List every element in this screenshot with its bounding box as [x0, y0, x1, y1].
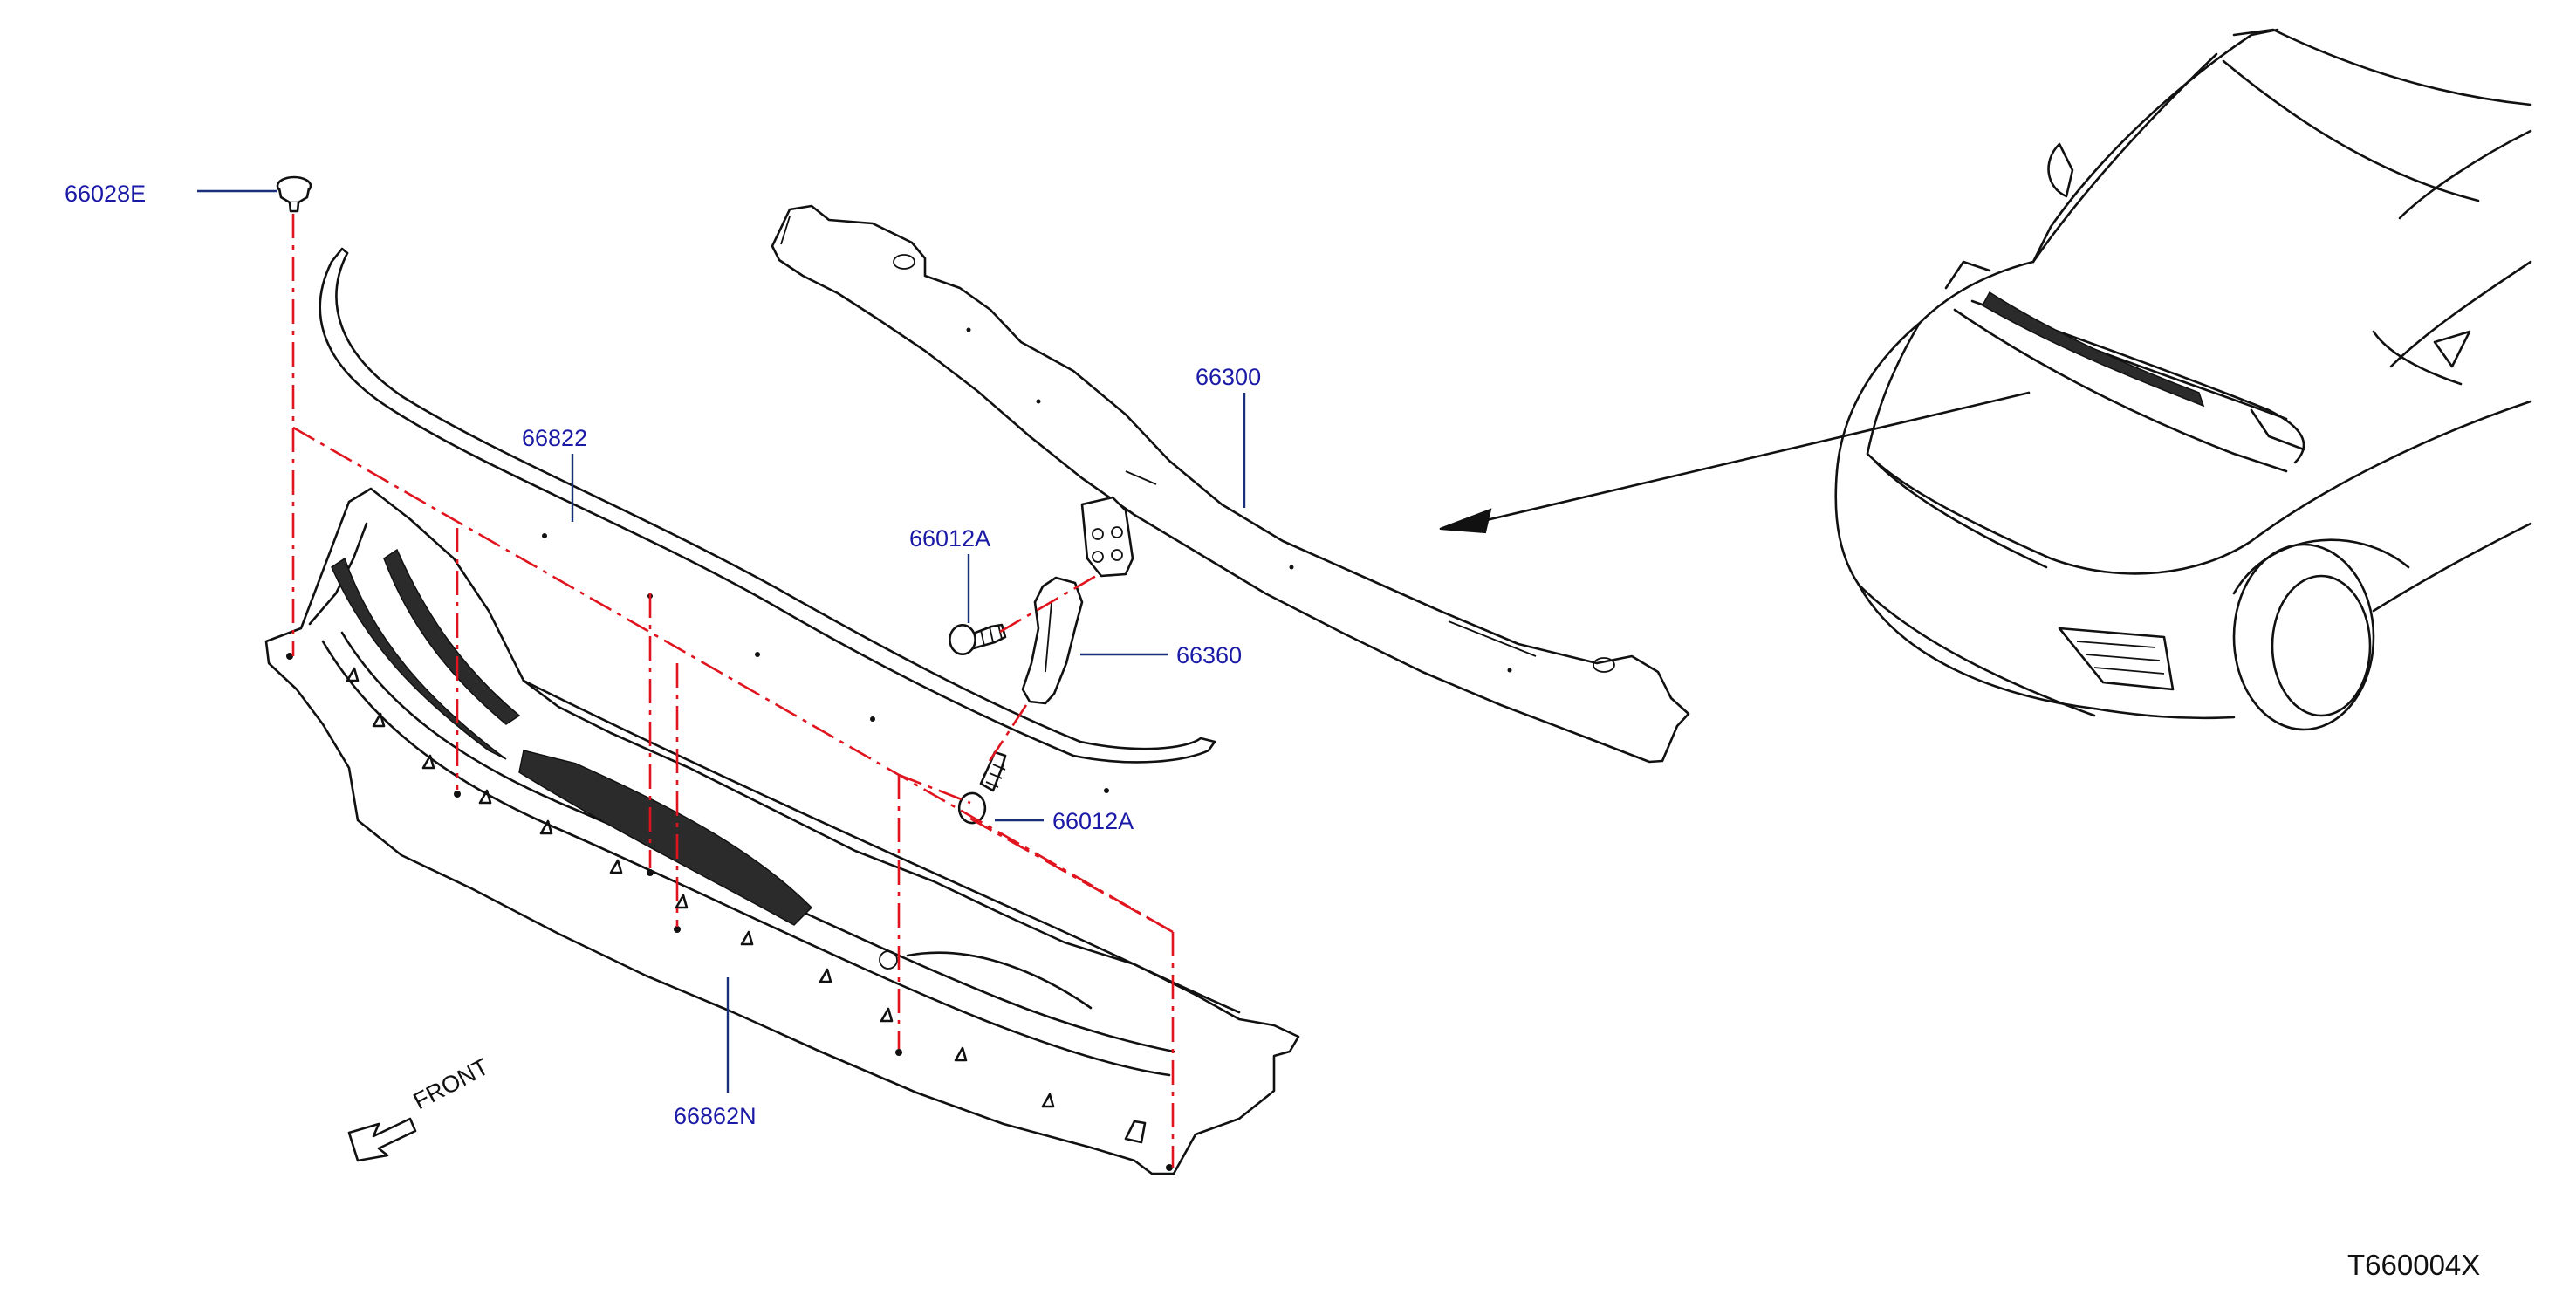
alignment-lines: [291, 214, 1175, 1168]
part-label-bracket: 66360: [1176, 642, 1242, 668]
cowl-top-drawing: [264, 487, 1300, 1175]
screw-lower-drawing: [957, 750, 1007, 825]
part-label-clip: 66028E: [65, 181, 146, 207]
part-label-panel: 66300: [1196, 364, 1261, 390]
part-label-screw-lower: 66012A: [1052, 808, 1134, 834]
part-label-seal: 66822: [522, 425, 587, 451]
front-arrow-icon: [347, 1117, 417, 1162]
screw-upper-drawing: [949, 623, 1007, 655]
clip-drawing: [276, 175, 312, 213]
illustration-code: T660004X: [2347, 1249, 2480, 1281]
vehicle-overview-drawing: [1834, 28, 2532, 731]
cowl-seal-drawing: [319, 247, 1216, 793]
front-indicator-label: FRONT: [409, 1053, 493, 1114]
leader-lines: [197, 189, 1246, 1093]
overview-pointer-arrow: [1439, 391, 2031, 534]
cowl-panel-drawing: [771, 204, 1690, 764]
part-label-cowl-top: 66862N: [674, 1103, 757, 1129]
part-label-screw-upper: 66012A: [909, 525, 990, 552]
bracket-drawing: [1021, 576, 1084, 705]
